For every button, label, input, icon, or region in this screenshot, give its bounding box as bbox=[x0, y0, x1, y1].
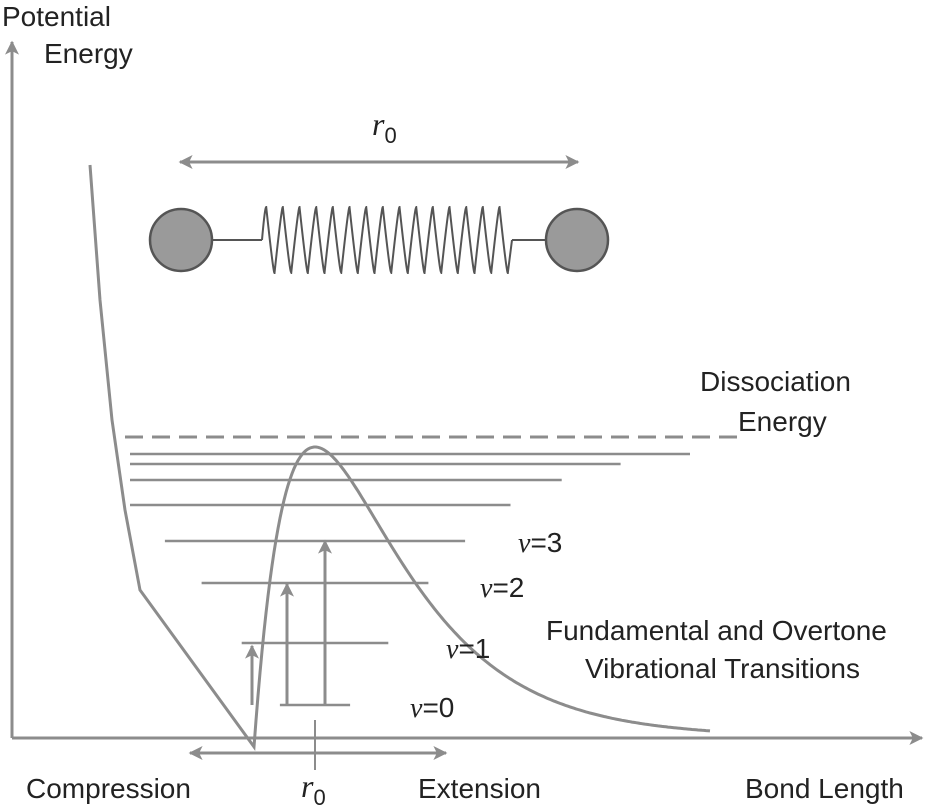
equilibrium-label: r0 bbox=[301, 768, 326, 810]
y-axis-label-line2: Energy bbox=[44, 38, 133, 69]
level-label-v1: v=1 bbox=[446, 633, 490, 665]
y-axis-label-line1: Potential bbox=[2, 1, 111, 32]
atom-left bbox=[148, 207, 214, 273]
level-label-v3: v=3 bbox=[518, 527, 562, 559]
transitions-label-line2: Vibrational Transitions bbox=[585, 653, 860, 684]
dissociation-label-line2: Energy bbox=[738, 406, 827, 437]
spring bbox=[261, 205, 513, 275]
energy-levels bbox=[130, 452, 690, 707]
dissociation-label-line1: Dissociation bbox=[700, 366, 851, 397]
x-axis-label: Bond Length bbox=[745, 773, 904, 804]
level-label-v2: v=2 bbox=[480, 572, 524, 604]
potential-energy-curve bbox=[88, 164, 711, 751]
bond-length-label: r0 bbox=[372, 106, 397, 148]
atom-right bbox=[544, 207, 610, 273]
transitions-label-line1: Fundamental and Overtone bbox=[546, 615, 887, 646]
level-label-v0: v=0 bbox=[410, 692, 454, 724]
extension-label: Extension bbox=[418, 773, 541, 804]
compression-label: Compression bbox=[26, 773, 191, 804]
